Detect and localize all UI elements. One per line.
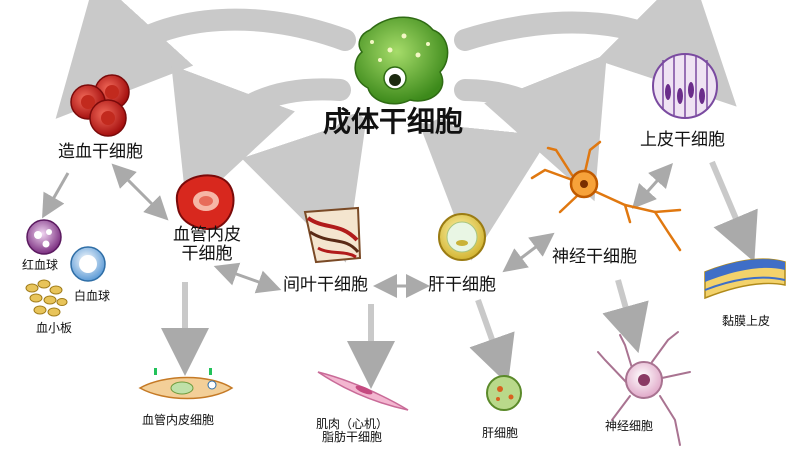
label-muscle-fat: 肌肉（心机） 脂肪干细胞: [302, 417, 402, 445]
label-mucosal-epithelium: 黏膜上皮: [722, 314, 771, 328]
label-hepatocyte: 肝细胞: [482, 426, 519, 440]
green-stem-cell-icon: [354, 16, 449, 105]
mucosal-epithelium-icon: [704, 258, 786, 300]
arrow-hepatic-to-hepatocyte: [469, 298, 515, 385]
arrow-hema-vascular: [111, 163, 169, 221]
label-hepatic-stem-cell: 肝干细胞: [428, 275, 496, 295]
label-mesenchymal-stem-cell: 间叶干细胞: [283, 275, 368, 295]
yellow-round-cell-icon: [438, 213, 486, 261]
pink-neuron-icon: [597, 331, 691, 446]
arrow-neural-to-neuron: [602, 279, 649, 354]
tissue-slice-icon: [303, 206, 362, 264]
arrow-hema-to-rbc: [42, 172, 70, 219]
label-leukocyte: 白血球: [74, 289, 111, 303]
label-epithelial-stem-cell: 上皮干细胞: [640, 130, 725, 150]
spindle-muscle-cell-icon: [317, 371, 409, 411]
orange-neuron-icon: [530, 140, 682, 252]
label-platelet: 血小板: [36, 321, 73, 335]
big-arrow-to-mesenchymal: [241, 114, 367, 263]
yellow-platelet-icon: [25, 279, 68, 317]
red-blood-cell-cluster-icon: [70, 74, 130, 137]
small-arrows: [42, 160, 758, 389]
label-vascular-line2: 干细胞: [181, 243, 233, 264]
big-arrow-to-vascular: [171, 64, 351, 212]
label-erythrocyte: 红血球: [22, 258, 59, 272]
big-arrow-to-neural: [454, 54, 607, 202]
arrow-vascular-mesen: [213, 262, 282, 294]
label-endothelial-cell: 血管内皮细胞: [142, 413, 215, 427]
label-fat: 脂肪干细胞: [321, 430, 382, 445]
big-arrow-to-hematopoietic: [55, 0, 356, 119]
label-vascular-line1: 血管内皮: [173, 225, 241, 245]
columnar-epithelium-icon: [652, 53, 718, 119]
arrow-neural-epithelial: [632, 163, 673, 209]
label-vascular-stem-cell: 血管内皮 干细胞: [162, 226, 252, 263]
label-neural-stem-cell: 神经干细胞: [552, 247, 637, 267]
arrow-hepatic-neural: [502, 232, 555, 273]
arrow-epi-to-mucosal: [709, 160, 758, 263]
red-endothelial-cell-icon: [175, 174, 235, 230]
flat-endothelial-cell-icon: [138, 368, 234, 400]
label-hematopoietic-stem-cell: 造血干细胞: [58, 142, 143, 162]
big-arrow-to-epithelial: [454, 0, 737, 107]
blue-white-blood-cell-icon: [70, 246, 106, 282]
label-adult-stem-cell: 成体干细胞: [323, 105, 464, 138]
label-neuron: 神经细胞: [605, 419, 654, 433]
big-arrow-to-hepatic: [418, 119, 551, 261]
purple-red-blood-cell-icon: [26, 219, 62, 255]
label-muscle: 肌肉（心机）: [315, 417, 388, 431]
green-hepatocyte-icon: [486, 375, 522, 411]
big-arrows: [55, 0, 737, 263]
